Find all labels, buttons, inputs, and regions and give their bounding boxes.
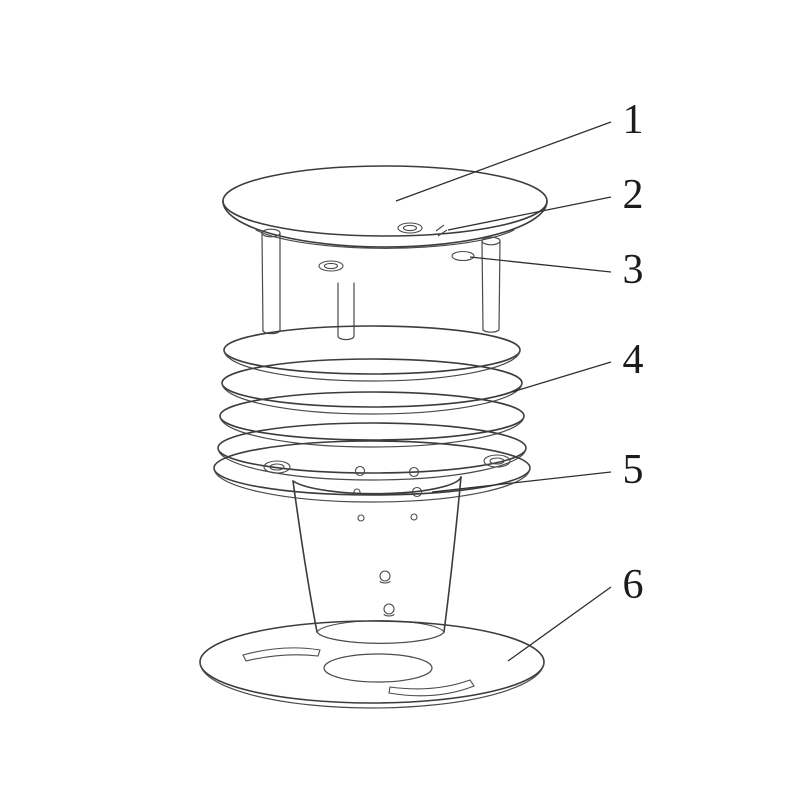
cone-top-rim	[292, 476, 462, 495]
stack-bottom-plate	[213, 440, 531, 503]
cone-hole	[408, 466, 420, 478]
base-plate-surface	[199, 620, 545, 704]
cone-hole	[353, 488, 361, 496]
bottom-plate-hole-right	[483, 454, 511, 468]
cone-center-hole	[379, 570, 391, 582]
louver-3-edge	[219, 415, 525, 448]
callout-label-5: 5	[623, 447, 644, 493]
callout-leader-5	[431, 471, 612, 493]
top-cap-underplate	[255, 229, 515, 249]
louver-1	[223, 325, 521, 375]
top-plate-fitting-inner	[402, 224, 418, 232]
callout-label-1: 1	[623, 97, 644, 143]
base-plate	[199, 620, 545, 709]
callouts: 1 2 3 4 5 6	[395, 97, 644, 662]
louver-1-edge	[223, 349, 521, 382]
callout-label-2: 2	[623, 172, 644, 218]
middle-post-bottom	[337, 335, 355, 341]
cone-center-hole-shadow	[383, 613, 395, 617]
fitting-sketch-marks	[435, 224, 448, 237]
top-plate-hole	[451, 250, 475, 262]
cone-bottom-rim	[316, 631, 445, 644]
bottom-plate-hole-left-inner	[269, 463, 285, 471]
callout-leader-4	[511, 361, 612, 393]
base-center-hole	[323, 653, 433, 683]
cone-center-hole-shadow	[379, 580, 391, 584]
louver-2-edge	[221, 382, 523, 415]
right-post-top	[481, 236, 501, 246]
right-post	[481, 240, 501, 331]
top-plate-details	[318, 222, 475, 272]
cone-center-hole	[383, 603, 395, 615]
screw-head-inner	[323, 262, 339, 270]
cone-left-edge	[292, 480, 318, 633]
top-cap-surface	[222, 165, 548, 237]
top-plate-fitting	[397, 222, 423, 234]
callout-leader-1	[395, 121, 612, 202]
cone-sensor-hole	[411, 486, 423, 498]
top-cap-rim	[222, 200, 548, 248]
callout-leader-2	[447, 196, 612, 231]
top-cap	[222, 165, 548, 249]
callout-label-4: 4	[623, 337, 644, 383]
cone-hole	[410, 513, 418, 521]
callout-leader-3	[469, 256, 612, 273]
screw-head	[318, 260, 344, 272]
bottom-plate-hole-right-inner	[489, 457, 505, 465]
callout-label-6: 6	[623, 562, 644, 608]
cone-hole	[354, 465, 366, 477]
bottom-plate-hole-left	[263, 460, 291, 474]
cone-hole	[357, 514, 365, 522]
base-slot-right	[388, 679, 475, 697]
louver-3	[219, 391, 525, 441]
louver-4-edge	[217, 447, 527, 481]
middle-post	[337, 282, 355, 337]
cone-right-edge	[443, 476, 462, 633]
base-plate-rim	[199, 661, 545, 709]
mounting-posts	[261, 228, 501, 341]
left-post	[261, 232, 281, 332]
base-slot-left	[242, 647, 321, 662]
right-post-bottom	[482, 329, 500, 333]
left-post-top	[261, 228, 281, 238]
callout-label-3: 3	[623, 247, 644, 293]
louver-2	[221, 358, 523, 408]
louver-stack	[217, 325, 527, 481]
callout-leader-6	[507, 586, 612, 662]
